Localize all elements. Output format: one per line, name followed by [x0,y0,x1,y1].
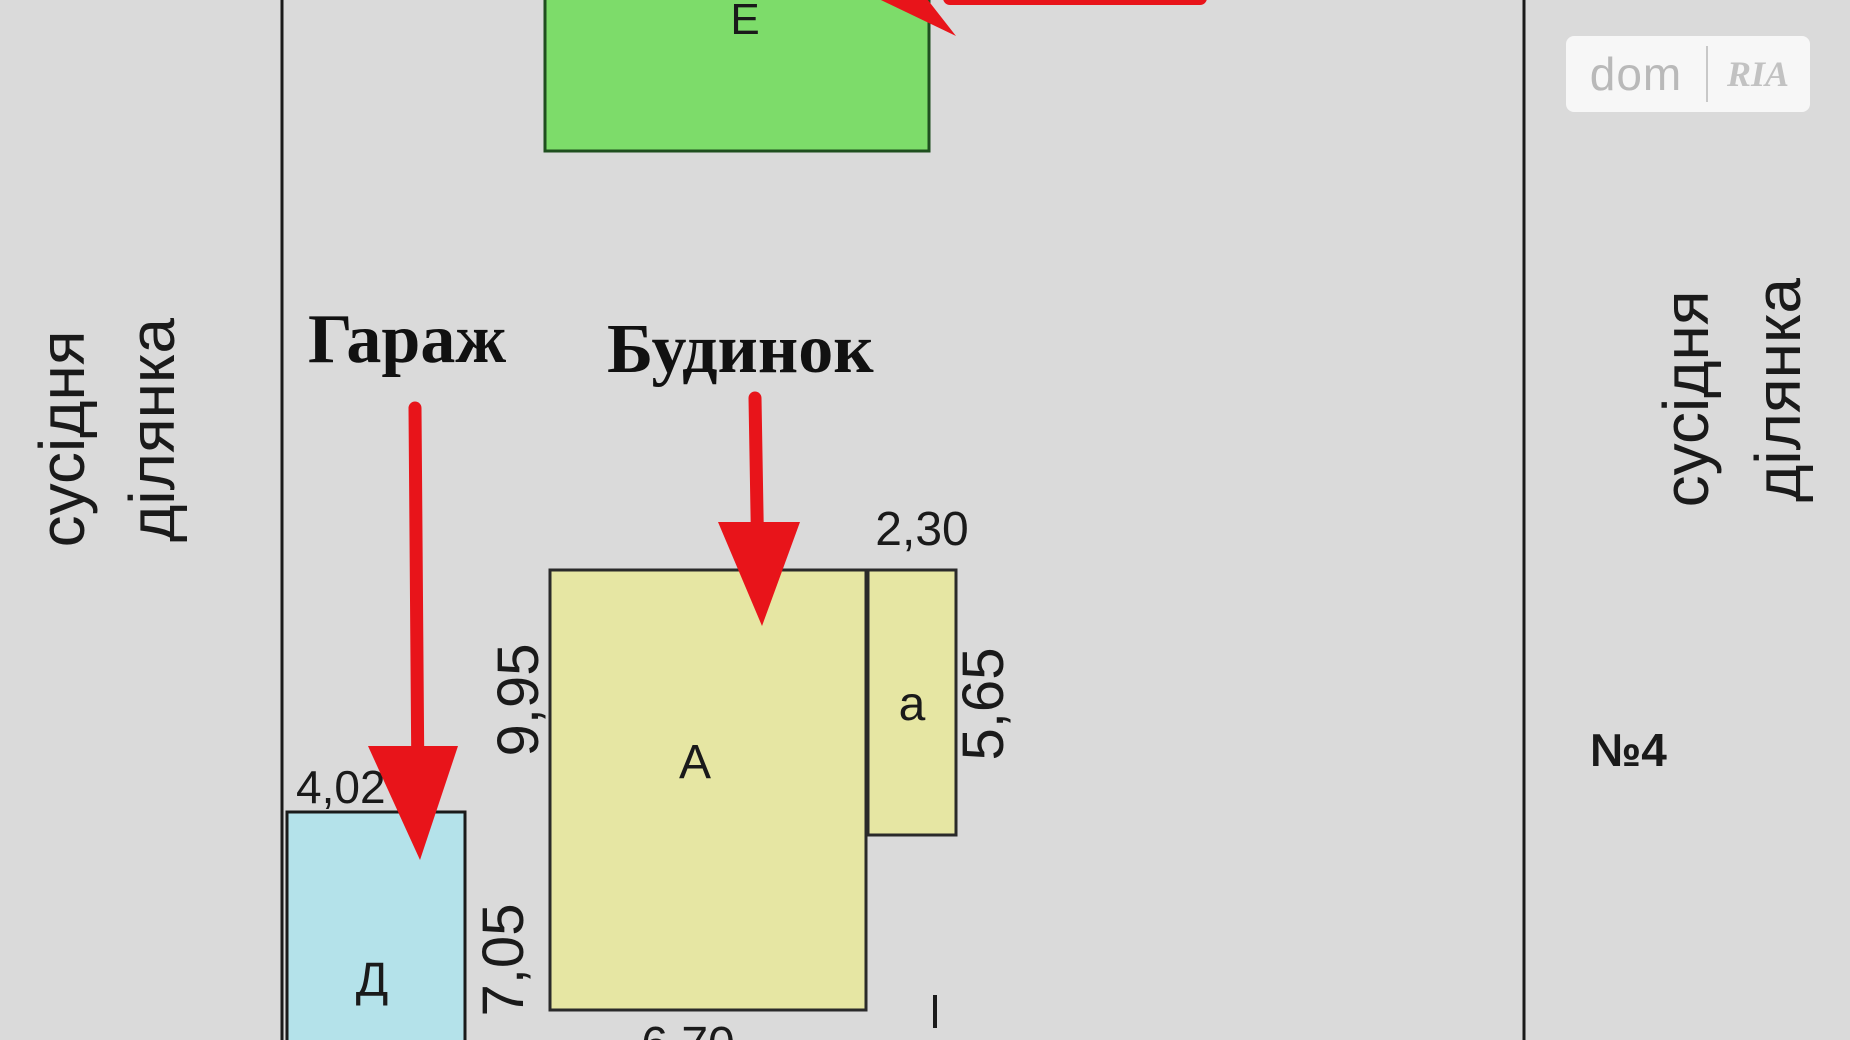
plot-number: №4 [1590,724,1667,776]
watermark-brand: dom [1589,48,1683,100]
building-a [548,568,868,1012]
dom-ria-watermark: dom RIA [1566,36,1810,112]
building-e-arrow [880,0,1207,36]
building-a-annex-label: а [899,678,926,731]
dim-D-length: 7,05 [471,904,536,1017]
dim-a-length: 5,65 [951,648,1016,761]
neighbor-left-line-2: ділянка [116,318,188,542]
garage-arrow-head [368,746,458,860]
neighbor-left-line-1: сусідня [26,330,98,547]
building-e-label: Е [730,0,759,44]
neighbor-right-label: сусідня ділянка [1650,273,1814,508]
garage-arrow-shaft [408,401,425,797]
building-d-label: Д [356,954,389,1007]
house-arrow-head [718,522,800,626]
garage-title: Гараж [308,301,506,378]
neighbor-right-line-1: сусідня [1650,290,1722,507]
watermark-logo: RIA [1726,54,1790,94]
building-d [285,810,467,1040]
neighbor-left-label: сусідня ділянка [26,313,188,548]
neighbor-right-line-2: ділянка [1742,278,1814,502]
dim-D-width: 4,02 [296,761,386,813]
dim-A-bottom: 6,70 [641,1018,734,1040]
house-arrow [718,391,800,626]
dim-a-width: 2,30 [875,503,968,556]
building-e [543,0,931,153]
garage-arrow [368,401,458,860]
building-a-label: А [679,736,711,789]
dim-A-length: 9,95 [486,644,551,757]
house-title: Будинок [607,311,874,388]
building-a-annex [866,568,958,837]
watermark-divider [1706,46,1708,102]
building-e-arrow-head [880,0,956,36]
